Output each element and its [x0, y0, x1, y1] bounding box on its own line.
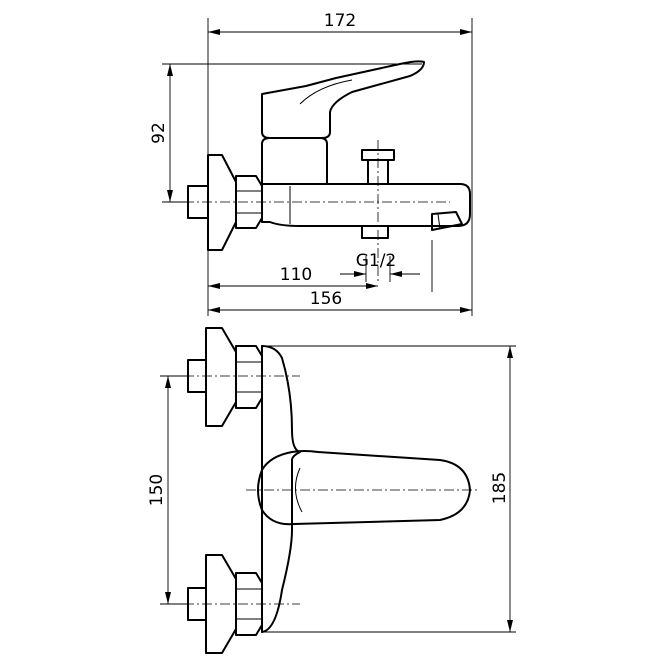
- spout-aerator: [431, 211, 463, 231]
- upper-hex-nut: [235, 345, 263, 409]
- mixer-body-front: [261, 345, 301, 633]
- upper-flange: [205, 327, 237, 427]
- wall-flange: [207, 154, 237, 251]
- front-view: 150 185: [147, 327, 516, 654]
- dim-92-label: 92: [149, 122, 169, 144]
- dim-172-label: 172: [324, 11, 356, 31]
- dim-185-label: 185: [490, 472, 510, 504]
- mixer-body: [261, 183, 471, 227]
- dim-thread-label: G1/2: [356, 251, 397, 271]
- side-view: 172 92 G1/2 110 156: [149, 11, 473, 316]
- dim-150-label: 150: [147, 474, 167, 506]
- lever-front: [257, 450, 471, 526]
- dim-110-label: 110: [280, 265, 312, 285]
- dim-156-label: 156: [310, 289, 342, 309]
- cartridge-housing: [261, 137, 328, 185]
- shower-outlet: [361, 225, 389, 239]
- lever-handle: [261, 60, 425, 139]
